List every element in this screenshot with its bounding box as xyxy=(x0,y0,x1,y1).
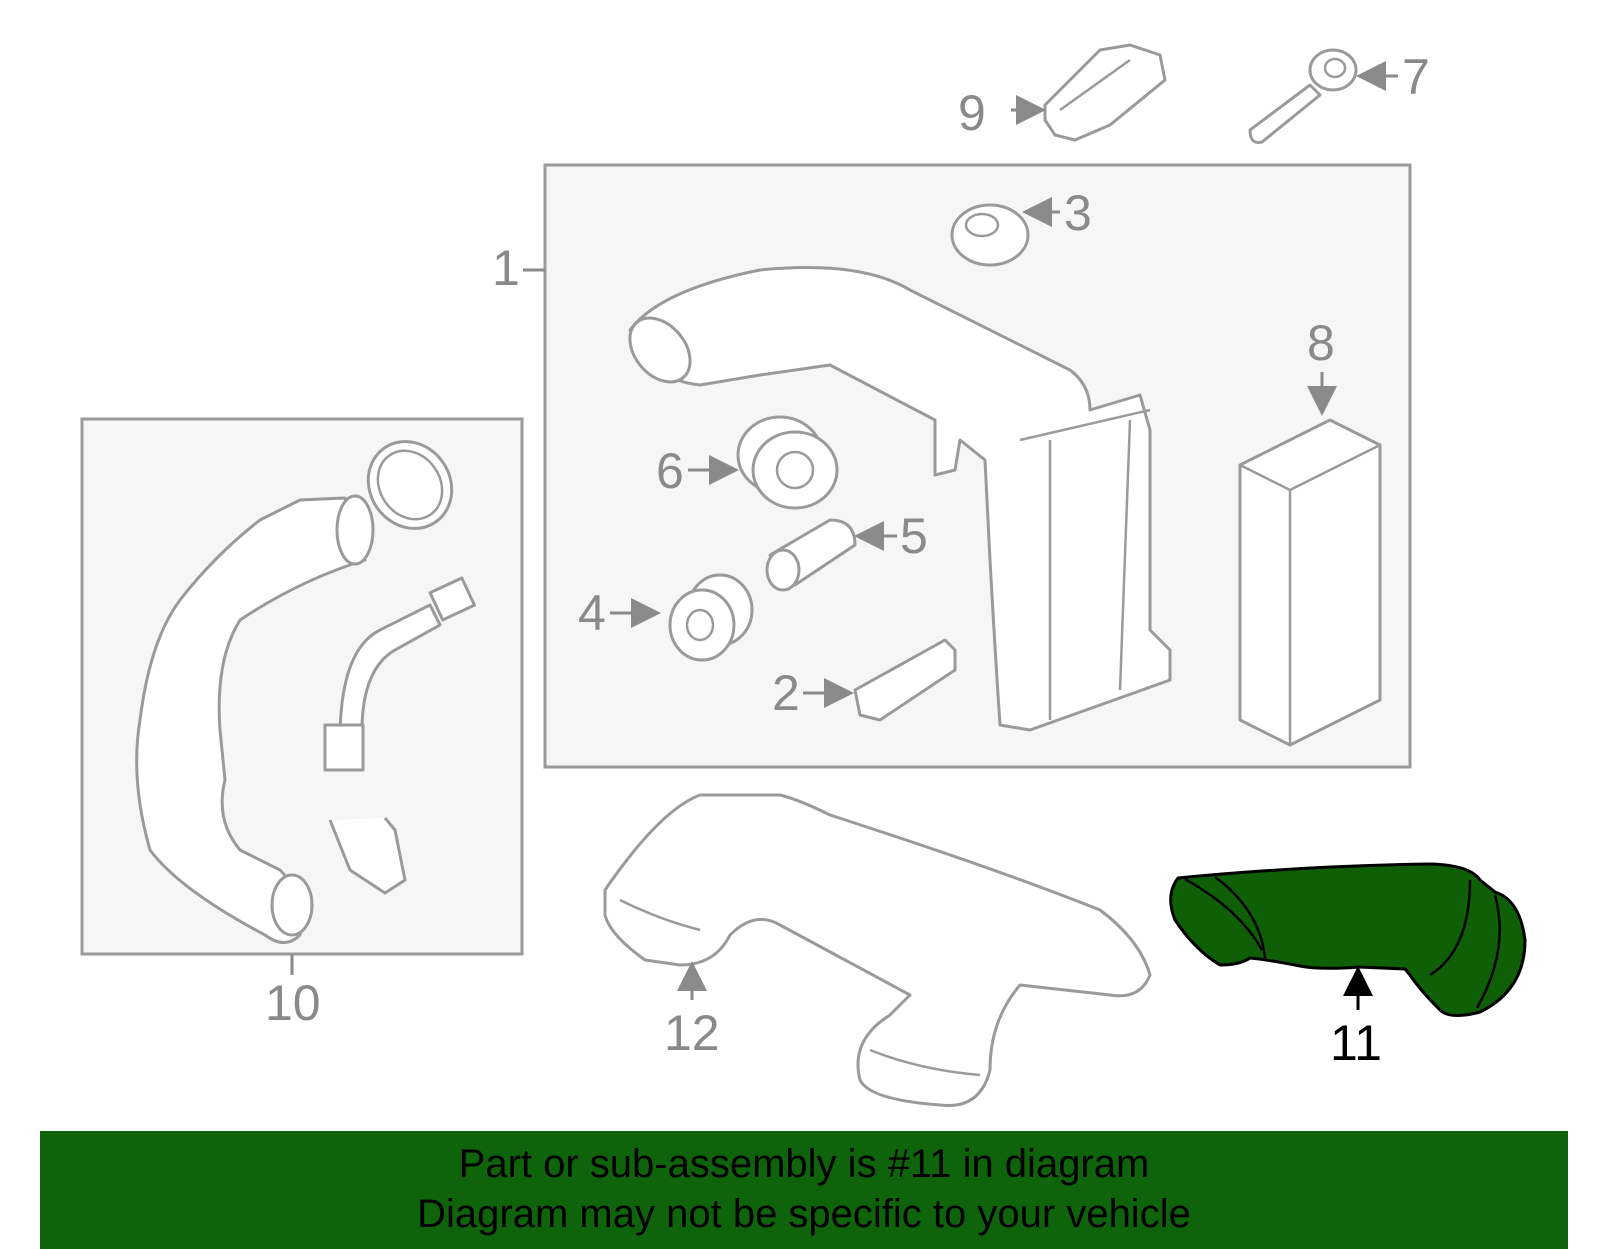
part-10-clip[interactable] xyxy=(328,817,407,895)
banner-line-1: Part or sub-assembly is #11 in diagram xyxy=(458,1142,1150,1186)
callout-8: 8 xyxy=(1307,315,1335,371)
callout-4: 4 xyxy=(578,585,606,641)
callout-12: 12 xyxy=(664,1005,720,1061)
part-9-sensor[interactable] xyxy=(1043,43,1167,142)
callout-7: 7 xyxy=(1402,49,1430,105)
part-10-intake-hose[interactable] xyxy=(135,494,375,944)
banner-line-2: Diagram may not be specific to your vehi… xyxy=(417,1192,1191,1236)
part-10-breather-hose[interactable] xyxy=(323,576,476,772)
part-11-highlighted-duct[interactable] xyxy=(1169,862,1527,1017)
part-6-bushing[interactable] xyxy=(736,415,839,510)
callout-9: 9 xyxy=(958,85,986,141)
part-1-air-box-housing[interactable] xyxy=(618,266,1172,732)
part-2-bracket[interactable] xyxy=(853,638,957,722)
callout-6: 6 xyxy=(656,443,684,499)
callout-5: 5 xyxy=(900,508,928,564)
part-12-intake-duct[interactable] xyxy=(603,793,1152,1108)
info-banner: Part or sub-assembly is #11 in diagram D… xyxy=(40,1131,1568,1249)
parts-diagram: 1 2 3 4 5 6 7 8 9 10 11 12 xyxy=(80,43,1527,1108)
callout-10: 10 xyxy=(265,975,321,1031)
callout-2: 2 xyxy=(772,665,800,721)
part-4-nut[interactable] xyxy=(668,573,754,662)
part-8-air-filter[interactable] xyxy=(1238,418,1382,747)
callout-3: 3 xyxy=(1064,185,1092,241)
callout-1: 1 xyxy=(492,240,520,296)
part-10-clamp[interactable] xyxy=(351,425,468,545)
callout-11: 11 xyxy=(1330,1015,1382,1071)
part-3-grommet[interactable] xyxy=(950,203,1030,267)
part-7-bolt[interactable] xyxy=(1248,48,1358,144)
